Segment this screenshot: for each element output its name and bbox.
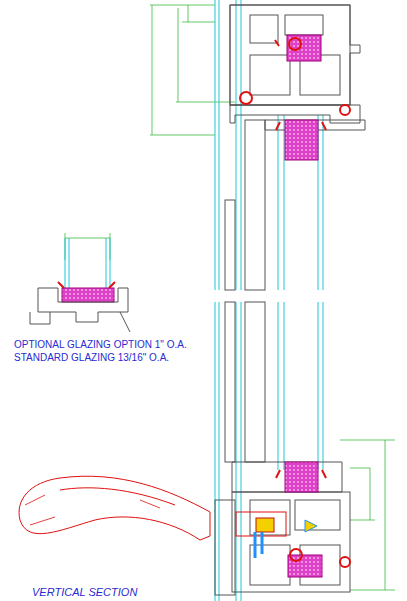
lock-hardware — [236, 512, 317, 558]
handle — [19, 476, 210, 540]
frame-profile — [215, 302, 350, 595]
gaskets — [276, 470, 350, 567]
glazing-note: OPTIONAL GLAZING OPTION 1" O.A. — [14, 339, 187, 350]
glazing-note: STANDARD GLAZING 13/16" O.A. — [14, 352, 169, 363]
glazing-detail — [30, 238, 130, 332]
frame-profile — [225, 5, 365, 290]
section-caption: VERTICAL SECTION — [32, 586, 137, 598]
handle-detail — [25, 495, 160, 525]
gaskets — [240, 38, 350, 130]
